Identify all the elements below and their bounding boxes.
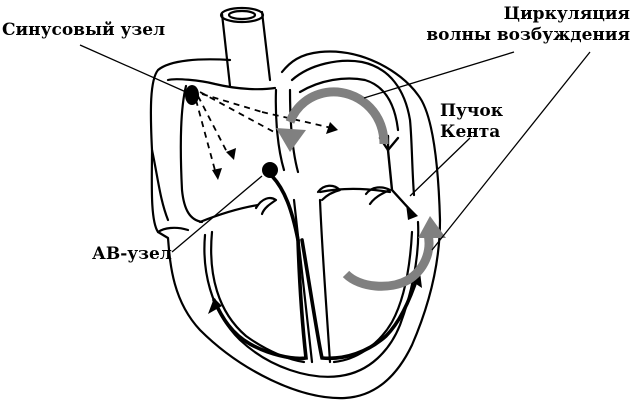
interventricular-septum-left: [292, 198, 314, 364]
dashed-impulse-5: [199, 91, 275, 133]
av-node-label: АВ-узел: [92, 244, 172, 265]
aorta-inner-opening: [227, 9, 257, 21]
left-atrium-wall: [290, 59, 416, 197]
kent-bundle-label-line1: Пучок: [440, 101, 503, 121]
fibre-arrowhead-1: [208, 298, 222, 314]
interatrial-septum-left: [274, 88, 286, 172]
circulation-label-line2: волны возбуждения: [426, 25, 630, 45]
leader-circ-lower: [431, 51, 591, 251]
av-node-label-text: АВ-узел: [92, 244, 172, 264]
right-bundle-branch: [212, 238, 308, 361]
leader-av: [171, 175, 263, 253]
sinus-node-mark: [185, 85, 199, 105]
kent-branch-3: [386, 136, 400, 152]
heart-outer-outline: [149, 50, 442, 400]
kent-bundle-label: Пучок Кента: [440, 101, 503, 143]
dashed-impulse-2: [195, 99, 217, 175]
tricuspid-valve: [254, 197, 278, 216]
circulation-arrowhead-upper: [276, 128, 306, 152]
left-bundle-branch: [300, 238, 420, 361]
circulation-label-line1: Циркуляция: [503, 4, 630, 24]
circulation-arrow-lower: [342, 233, 434, 291]
dashed-impulse-4: [261, 111, 333, 129]
right-atrium-wall: [166, 78, 277, 91]
kent-bundle-label-line2: Кента: [440, 122, 501, 142]
left-av-line: [318, 187, 392, 194]
mitric-valve-right: [364, 186, 392, 206]
interventricular-septum-right: [318, 198, 332, 364]
sinus-node-label: Синусовый узел: [2, 20, 165, 41]
his-bundle: [270, 174, 300, 242]
inferior-vena-cava-line: [156, 226, 190, 234]
circulation-arrow-upper: [285, 87, 389, 145]
aorta-left-wall: [220, 12, 232, 88]
superior-vena-cava-curve: [150, 148, 170, 222]
dashed-arrowhead-2: [212, 168, 222, 180]
aorta-right-wall: [260, 10, 272, 82]
kent-arrowhead: [406, 204, 418, 220]
dashed-arrowhead-1: [226, 148, 236, 160]
leader-kent: [409, 137, 471, 197]
mitric-valve-left: [316, 184, 342, 202]
left-atrium-inner: [298, 77, 400, 132]
circulation-arrowhead-lower: [418, 216, 446, 238]
left-ventricle-inner: [332, 230, 414, 364]
right-ventricle-inner: [210, 230, 306, 364]
aorta-opening: [219, 6, 265, 24]
av-node-mark: [262, 162, 278, 178]
leader-sinus: [79, 44, 187, 93]
sinus-node-label-text: Синусовый узел: [2, 20, 166, 40]
circulation-label: Циркуляция волны возбуждения: [426, 4, 630, 46]
right-av-line: [198, 203, 260, 224]
dashed-arrowhead-3: [326, 122, 338, 134]
leader-circulation: [363, 51, 515, 99]
right-atrium-inner: [179, 84, 204, 224]
kent-bundle-line: [386, 148, 414, 214]
